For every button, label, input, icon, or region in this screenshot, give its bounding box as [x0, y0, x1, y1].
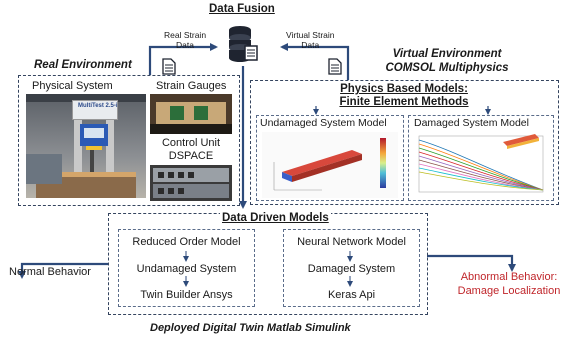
reduced-order-model: Reduced Order Model — [132, 236, 241, 248]
data-driven-title: Data Driven Models — [220, 212, 331, 224]
document-icon — [162, 58, 176, 75]
damaged-model-plot — [413, 132, 551, 198]
undamaged-model-box — [256, 115, 404, 201]
database-icon — [228, 24, 258, 64]
abnormal-behavior-label: Abnormal Behavior:Damage Localization — [457, 271, 561, 297]
data-fusion-title: Data Fusion — [209, 3, 275, 15]
real-strain-arrow — [148, 43, 218, 75]
undamaged-system: Undamaged System — [136, 263, 237, 275]
real-environment-box — [18, 75, 240, 206]
control-unit-photo — [150, 165, 232, 201]
damaged-model-label: Damaged System Model — [414, 117, 529, 129]
virtual-environment-box — [250, 80, 559, 205]
abnormal-arrow — [427, 254, 516, 272]
document-icon — [328, 58, 342, 75]
virtual-strain-arrow — [280, 43, 350, 80]
strain-gauges-photo — [150, 94, 232, 134]
damaged-system: Damaged System — [307, 263, 396, 275]
physical-system-photo: MultiTest 2.5-i — [26, 94, 146, 198]
neural-network-box — [283, 229, 420, 307]
physical-system-label: Physical System — [32, 80, 113, 92]
damaged-model-box — [408, 115, 554, 201]
normal-arrow — [18, 262, 108, 279]
device-label: MultiTest 2.5-i — [78, 103, 118, 109]
footer-title: Deployed Digital Twin Matlab Simulink — [150, 322, 351, 334]
real-environment-title: Real Environment — [34, 59, 132, 71]
strain-gauges-label: Strain Gauges — [156, 80, 227, 92]
twin-builder-ansys: Twin Builder Ansys — [140, 289, 233, 301]
undamaged-model-plot — [262, 132, 398, 198]
keras-api: Keras Api — [327, 289, 376, 301]
undamaged-model-label: Undamaged System Model — [260, 117, 387, 129]
neural-network-model: Neural Network Model — [297, 236, 406, 248]
physics-models-title: Physics Based Models:Finite Element Meth… — [339, 83, 469, 108]
reduced-order-box — [118, 229, 255, 307]
normal-behavior-label: Normal Behavior — [9, 266, 91, 278]
